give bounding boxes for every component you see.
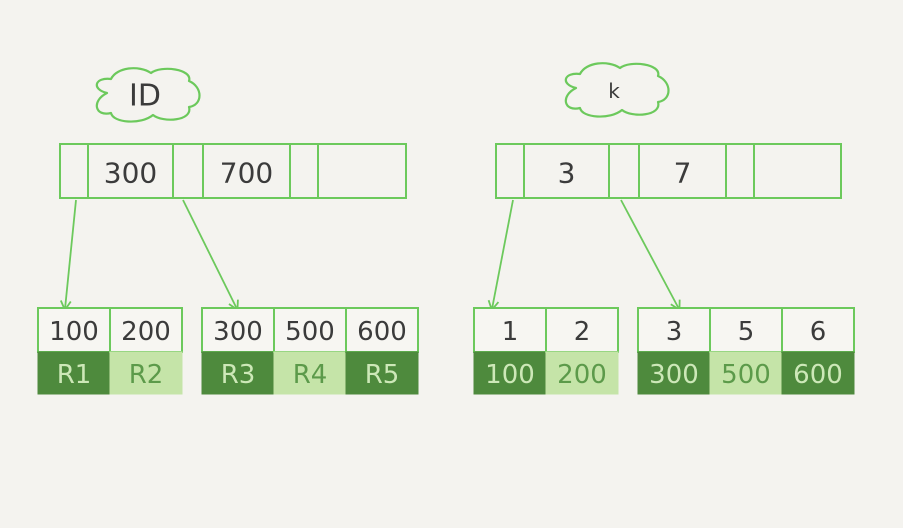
leaf-row-value: R2 (129, 360, 164, 390)
leaf-row-value: R4 (293, 360, 328, 390)
root-pointer-cell (289, 143, 319, 199)
leaf-row-cell (637, 351, 711, 395)
root-key-cell (317, 143, 407, 199)
cloud-outline (564, 62, 670, 118)
leaf-key: 600 (357, 317, 407, 347)
leaf-key: 200 (121, 317, 171, 347)
pointer-arrow (182, 199, 239, 312)
leaf-key-cell (345, 307, 419, 353)
pointer-arrow (620, 199, 681, 312)
root-pointer-cell (59, 143, 89, 199)
id-index-root-node: 300 700 (59, 143, 407, 199)
leaf-row-value: 600 (793, 360, 843, 390)
leaf-row-value: 200 (557, 360, 607, 390)
leaf-key: 100 (49, 317, 99, 347)
k-index-label-cloud: k (564, 62, 670, 118)
leaf-row-cell (545, 351, 619, 395)
leaf-key-cell (545, 307, 619, 353)
leaf-row-value: 300 (649, 360, 699, 390)
k-index-label: k (608, 79, 620, 103)
leaf-key: 3 (666, 317, 683, 347)
leaf-key-cell (37, 307, 111, 353)
leaf-key-cell (709, 307, 783, 353)
leaf-row-cell (273, 351, 347, 395)
leaf-key: 2 (574, 317, 591, 347)
leaf-row-cell (37, 351, 111, 395)
leaf-key: 5 (738, 317, 755, 347)
k-index-leaf-node: 3 300 5 500 6 600 (637, 307, 855, 395)
leaf-row-value: R3 (221, 360, 256, 390)
k-index-leaf-node: 1 100 2 200 (473, 307, 619, 395)
root-key: 700 (220, 157, 273, 190)
cloud-outline (95, 67, 201, 123)
root-pointer-cell (495, 143, 525, 199)
leaf-row-cell (345, 351, 419, 395)
leaf-key-cell (273, 307, 347, 353)
leaf-key: 300 (213, 317, 263, 347)
leaf-key-cell (637, 307, 711, 353)
leaf-row-cell (473, 351, 547, 395)
id-index-label-cloud: ID (95, 67, 201, 123)
leaf-row-value: R1 (57, 360, 92, 390)
pointer-arrow (60, 199, 77, 312)
root-key: 300 (104, 157, 157, 190)
leaf-key-cell (473, 307, 547, 353)
leaf-row-cell (109, 351, 183, 395)
id-index-label: ID (129, 79, 161, 114)
root-pointer-cell (725, 143, 755, 199)
leaf-key: 1 (502, 317, 519, 347)
leaf-row-value: R5 (365, 360, 400, 390)
pointer-arrow (487, 199, 514, 312)
root-key: 7 (674, 157, 692, 190)
leaf-key-cell (781, 307, 855, 353)
leaf-key: 6 (810, 317, 827, 347)
root-key: 3 (558, 157, 576, 190)
leaf-key: 500 (285, 317, 335, 347)
leaf-row-cell (781, 351, 855, 395)
root-key-cell (753, 143, 842, 199)
root-pointer-cell (608, 143, 640, 199)
leaf-row-value: 100 (485, 360, 535, 390)
leaf-row-cell (709, 351, 783, 395)
root-pointer-cell (172, 143, 204, 199)
leaf-row-value: 500 (721, 360, 771, 390)
